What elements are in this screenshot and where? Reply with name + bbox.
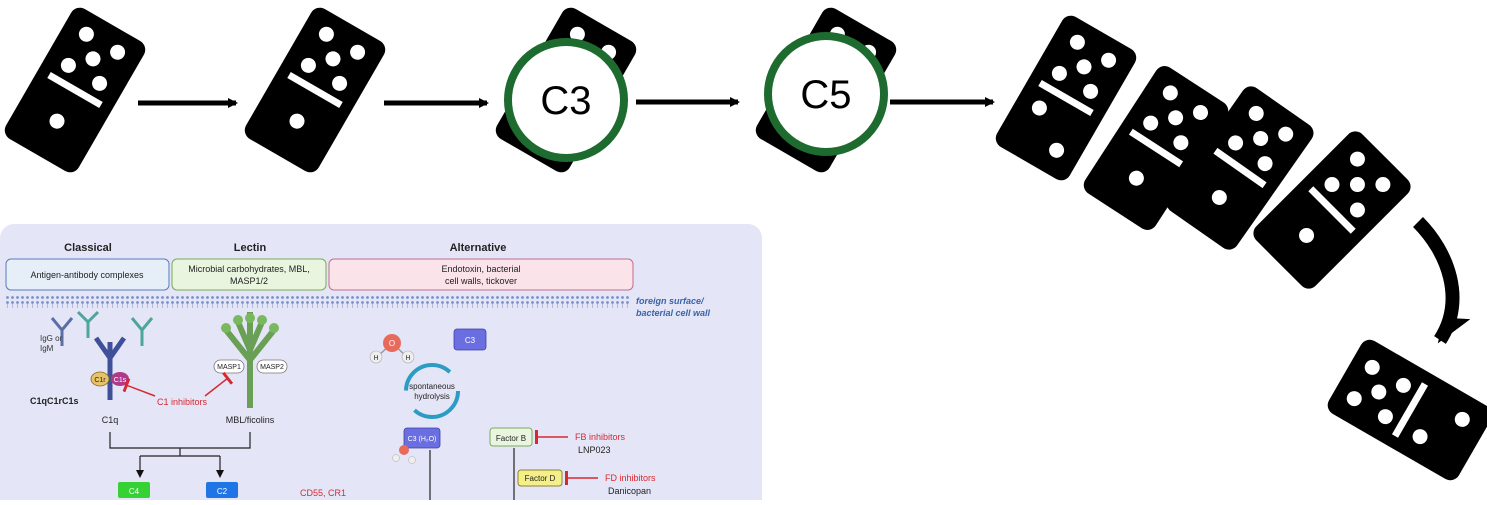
heading-alternative: Alternative <box>450 242 507 254</box>
domino-9 <box>1324 336 1487 484</box>
c1r-shape <box>90 371 110 387</box>
c1-complex-label: C1qC1rC1s <box>30 396 79 406</box>
fb-inhibitors-label: FB inhibitors <box>575 432 626 442</box>
complement-figure: Classical Lectin Alternative Antigen-ant… <box>0 224 762 505</box>
masp2-label: MASP2 <box>260 364 284 371</box>
water-o-label: O <box>389 339 395 348</box>
masp2-shape <box>256 359 288 374</box>
fd-inhibitors-label: FD inhibitors <box>605 473 656 483</box>
c3h2o-box <box>403 427 441 449</box>
figure-panel <box>0 224 762 505</box>
c1-inhibitor-label: C1 inhibitors <box>157 397 208 407</box>
water-molecule-icon <box>369 334 415 364</box>
c3-ring <box>504 38 628 162</box>
c4-label: C4 <box>129 487 140 496</box>
factor-d-box <box>517 469 563 487</box>
classical-trigger-text: Antigen-antibody complexes <box>30 270 144 280</box>
c1-inhibitor-line <box>122 378 156 397</box>
factor-b-label: Factor B <box>496 434 526 443</box>
lectin-trigger-line2: MASP1/2 <box>230 276 268 286</box>
alternative-trigger-line1: Endotoxin, bacterial <box>441 264 520 274</box>
c3-node: C3 <box>504 38 628 162</box>
alternative-trigger-line2: cell walls, tickover <box>445 276 517 286</box>
c1r-label: C1r <box>94 377 106 384</box>
c3-label: C3 <box>540 79 591 123</box>
igg-label-line2: IgM <box>40 344 54 353</box>
water-h2-label: H <box>405 355 410 362</box>
fd-drug-label: Danicopan <box>608 486 651 496</box>
heading-classical: Classical <box>64 242 112 254</box>
igg-label-line1: IgG or <box>40 334 63 343</box>
c2-box <box>206 482 238 498</box>
curved-arrow <box>1412 217 1471 344</box>
factor-d-label: Factor D <box>525 474 556 483</box>
surface-label-line2: bacterial cell wall <box>636 308 711 318</box>
small-water-icon <box>392 445 416 464</box>
c1s-label: C1s <box>114 377 127 384</box>
masp-inhibitor-line <box>204 371 234 397</box>
hydrolysis-line1: spontaneous <box>409 382 455 391</box>
mbl-label: MBL/ficolins <box>226 415 275 425</box>
alternative-trigger-box <box>328 258 634 291</box>
c2-label: C2 <box>217 487 228 496</box>
masp1-label: MASP1 <box>217 364 241 371</box>
water-h1-label: H <box>373 355 378 362</box>
hydrolysis-cycle <box>404 363 460 419</box>
c3-box-label: C3 <box>465 336 476 345</box>
c3-box <box>453 328 487 351</box>
c3h2o-label: C3 (H₂O) <box>408 436 437 443</box>
regulators-label: CD55, CR1 <box>300 488 346 498</box>
cell-membrane <box>4 296 631 308</box>
heading-lectin: Lectin <box>234 242 267 254</box>
mbl-icon <box>221 312 279 408</box>
surface-label-line1: foreign surface/ <box>636 296 705 306</box>
factor-b-box <box>489 427 533 447</box>
c1q-icon <box>93 336 127 400</box>
c5-ring <box>764 32 888 156</box>
hydrolysis-line2: hydrolysis <box>414 392 450 401</box>
lectin-trigger-line1: Microbial carbohydrates, MBL, <box>188 264 310 274</box>
lectin-trigger-box <box>171 258 327 291</box>
c5-label: C5 <box>800 73 851 117</box>
domino-1 <box>1 4 149 176</box>
c5-node: C5 <box>764 32 888 156</box>
fb-drug-label: LNP023 <box>578 445 611 455</box>
c1q-label: C1q <box>102 415 119 425</box>
c4-box <box>118 482 150 498</box>
domino-2 <box>241 4 389 176</box>
classical-trigger-box <box>5 258 170 291</box>
bracket-lines <box>109 432 251 456</box>
antibody-icon <box>50 310 154 346</box>
